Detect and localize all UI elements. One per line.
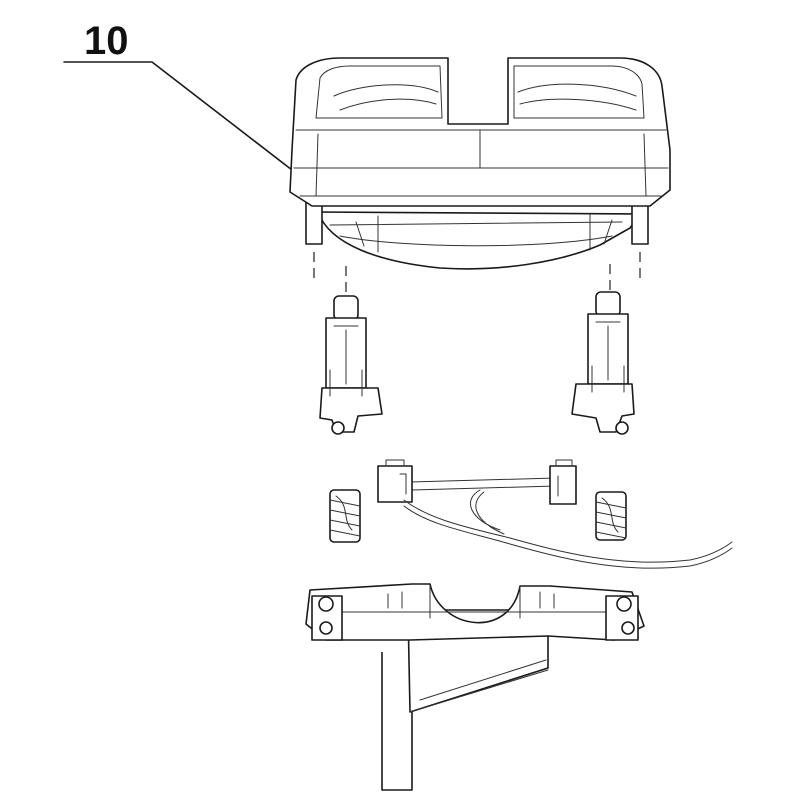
hinge-post-left [319, 295, 383, 435]
spring-right [595, 491, 627, 541]
callout-number: 10 [84, 19, 129, 63]
hinge-post-right [571, 291, 635, 435]
leader-line [63, 61, 293, 171]
assembly-guides [313, 252, 641, 300]
wire-harness [377, 459, 733, 569]
callout-10: 10 [63, 19, 293, 171]
base-bracket [305, 583, 645, 791]
spring-left [329, 489, 361, 543]
housing-cover [289, 57, 671, 270]
